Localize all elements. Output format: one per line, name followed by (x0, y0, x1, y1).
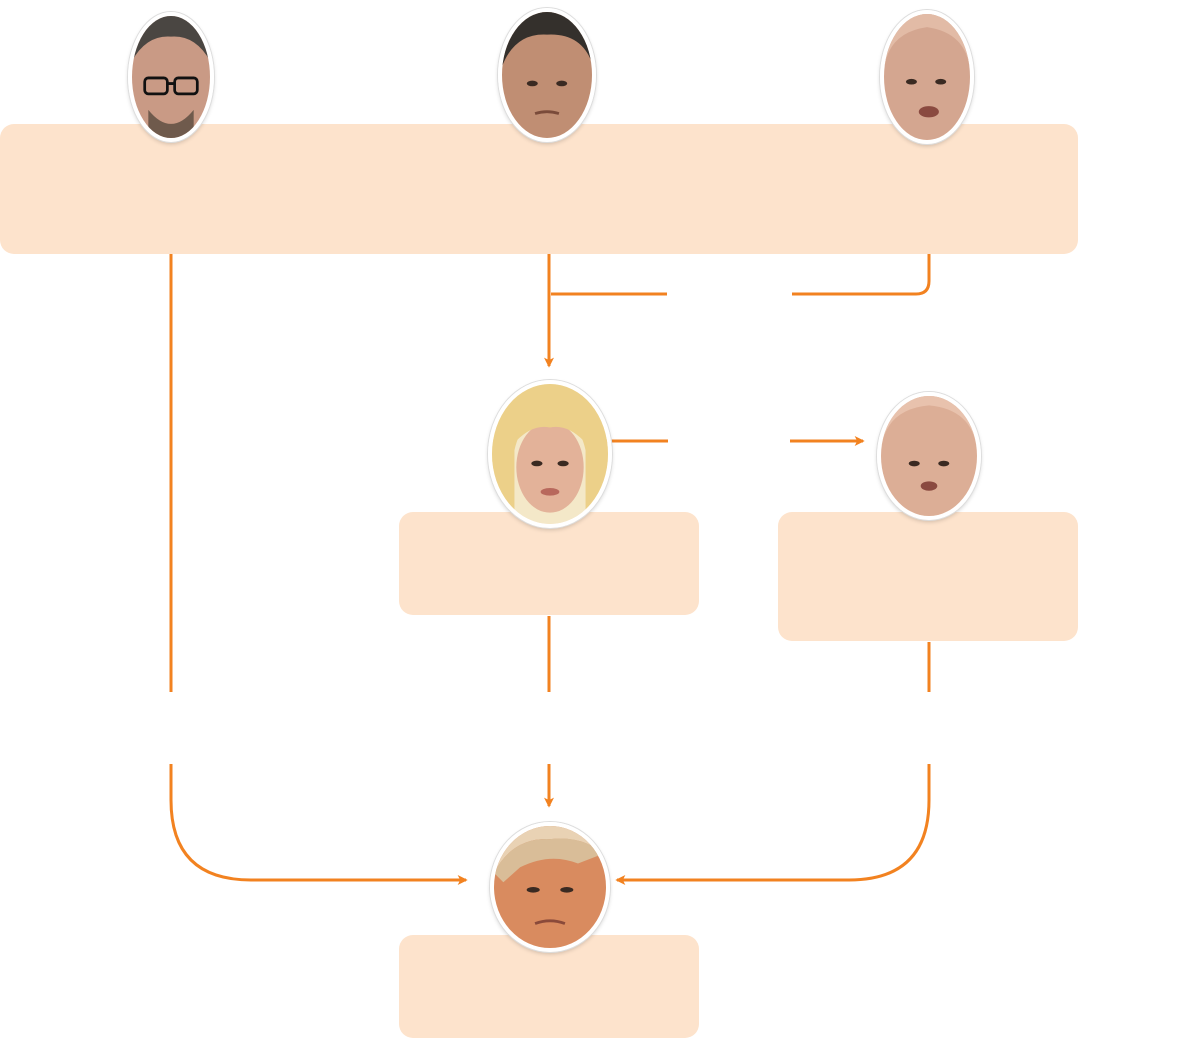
middle-right-box (778, 512, 1078, 641)
portrait-dark-hair-man-icon (498, 8, 596, 142)
top-box (0, 124, 1078, 254)
connector-left-curve (169, 764, 468, 885)
portrait-blond-hair-man-icon (490, 822, 610, 952)
portrait-bald-man-2-icon (877, 392, 981, 520)
portrait-glasses-man-icon (128, 12, 214, 142)
connector-right-branch-b (792, 254, 931, 296)
portrait-bald-man-icon (880, 10, 974, 144)
bottom-box (399, 935, 699, 1038)
portrait-blonde-woman-icon (488, 380, 612, 528)
middle-left-box (399, 512, 699, 615)
connector-right-curve (615, 764, 931, 885)
